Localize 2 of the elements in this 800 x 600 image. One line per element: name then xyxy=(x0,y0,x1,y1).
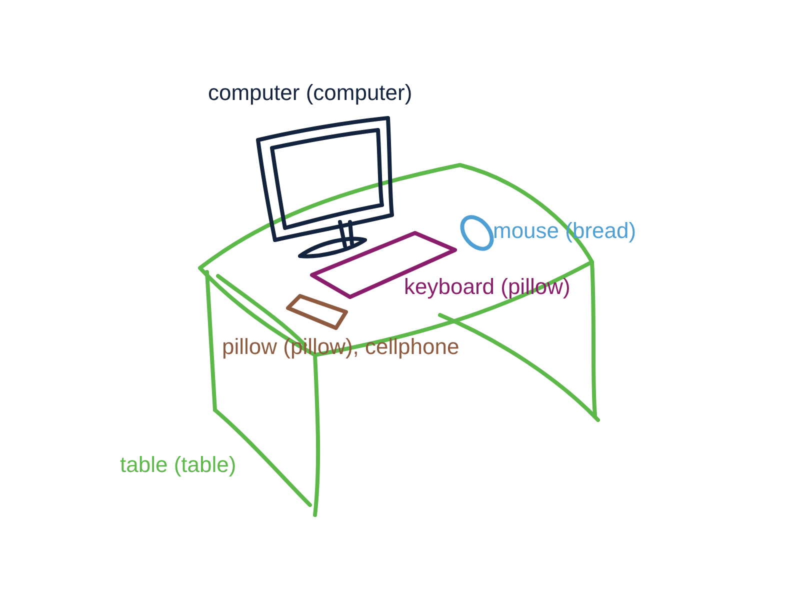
computer-label: computer (computer) xyxy=(208,80,412,106)
table-label: table (table) xyxy=(120,452,236,478)
